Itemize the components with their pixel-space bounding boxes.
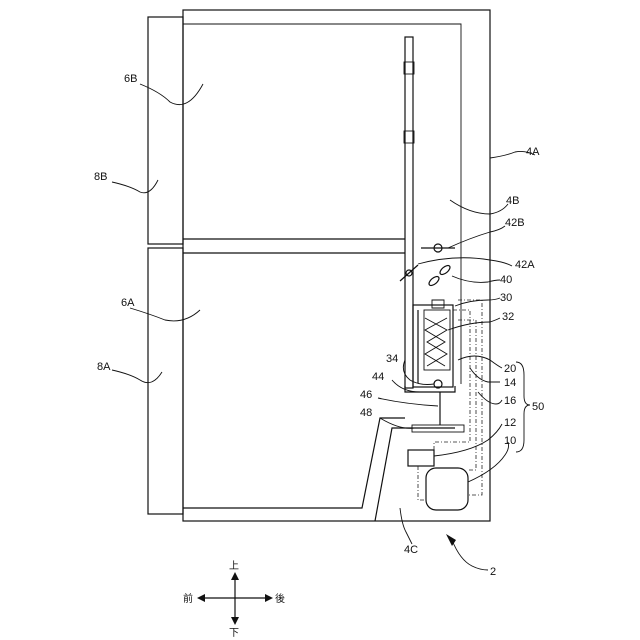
label-30: 30: [500, 292, 512, 304]
label-16: 16: [504, 395, 516, 407]
heat-bulb: [432, 300, 444, 308]
leader-48: [380, 418, 414, 428]
leader-6B: [140, 84, 203, 105]
upper-door: [148, 17, 183, 244]
leader-46: [378, 398, 438, 406]
label-6B: 6B: [124, 73, 137, 85]
cabinet-inner: [183, 24, 461, 384]
arrowhead-2: [446, 534, 456, 546]
leader-2: [452, 540, 488, 570]
label-14: 14: [504, 377, 516, 389]
bracket-50: [516, 362, 530, 452]
leader-30: [455, 298, 500, 306]
damper-42a-bar: [400, 265, 418, 281]
cabinet-outer: [183, 10, 490, 521]
leader-40: [452, 276, 500, 282]
label-46: 46: [360, 389, 372, 401]
label-20: 20: [504, 363, 516, 375]
label-2: 2: [490, 566, 496, 578]
label-40: 40: [500, 274, 512, 286]
label-34: 34: [386, 353, 398, 365]
label-12: 12: [504, 417, 516, 429]
label-8A: 8A: [97, 361, 111, 373]
leader-34: [403, 360, 434, 385]
leader-10: [468, 442, 509, 482]
label-44: 44: [372, 371, 384, 383]
component-12: [408, 450, 434, 466]
dir-front: 前: [183, 592, 193, 605]
fan-blade-2: [438, 264, 451, 276]
leader-20: [458, 356, 502, 368]
fan-blade-1: [427, 275, 440, 287]
leader-12: [434, 424, 502, 456]
label-10: 10: [504, 435, 516, 447]
compressor-10: [426, 468, 468, 510]
leader-4C: [400, 508, 412, 544]
arrow-right-icon: [265, 594, 273, 602]
label-42A: 42A: [515, 259, 535, 271]
leader-8B: [112, 180, 158, 193]
refrigerant-line-4: [418, 466, 426, 500]
leader-42A: [418, 258, 512, 266]
leader-42B: [448, 226, 505, 248]
duct-rail: [405, 37, 413, 388]
leader-14: [470, 368, 500, 382]
label-48: 48: [360, 407, 372, 419]
label-4A: 4A: [526, 146, 540, 158]
label-32: 32: [502, 311, 514, 323]
label-8B: 8B: [94, 171, 107, 183]
label-6A: 6A: [121, 297, 135, 309]
evaporator-zigzag-2: [425, 318, 447, 366]
dir-up: 上: [229, 560, 239, 572]
arrow-down-icon: [231, 617, 239, 625]
label-4B: 4B: [506, 195, 519, 207]
label-50: 50: [532, 401, 544, 413]
label-42B: 42B: [505, 217, 525, 229]
lower-compartment-wall: [183, 418, 405, 508]
dir-back: 後: [275, 592, 285, 605]
leader-6A: [130, 308, 200, 321]
arrow-left-icon: [197, 594, 205, 602]
evaporator-zigzag: [425, 318, 447, 366]
leader-8A: [112, 370, 162, 383]
leader-4B: [450, 200, 508, 214]
dir-down: 下: [229, 628, 239, 639]
machine-room-wall: [375, 428, 455, 521]
label-4C: 4C: [404, 544, 418, 556]
leader-44: [392, 380, 420, 392]
arrow-up-icon: [231, 572, 239, 580]
